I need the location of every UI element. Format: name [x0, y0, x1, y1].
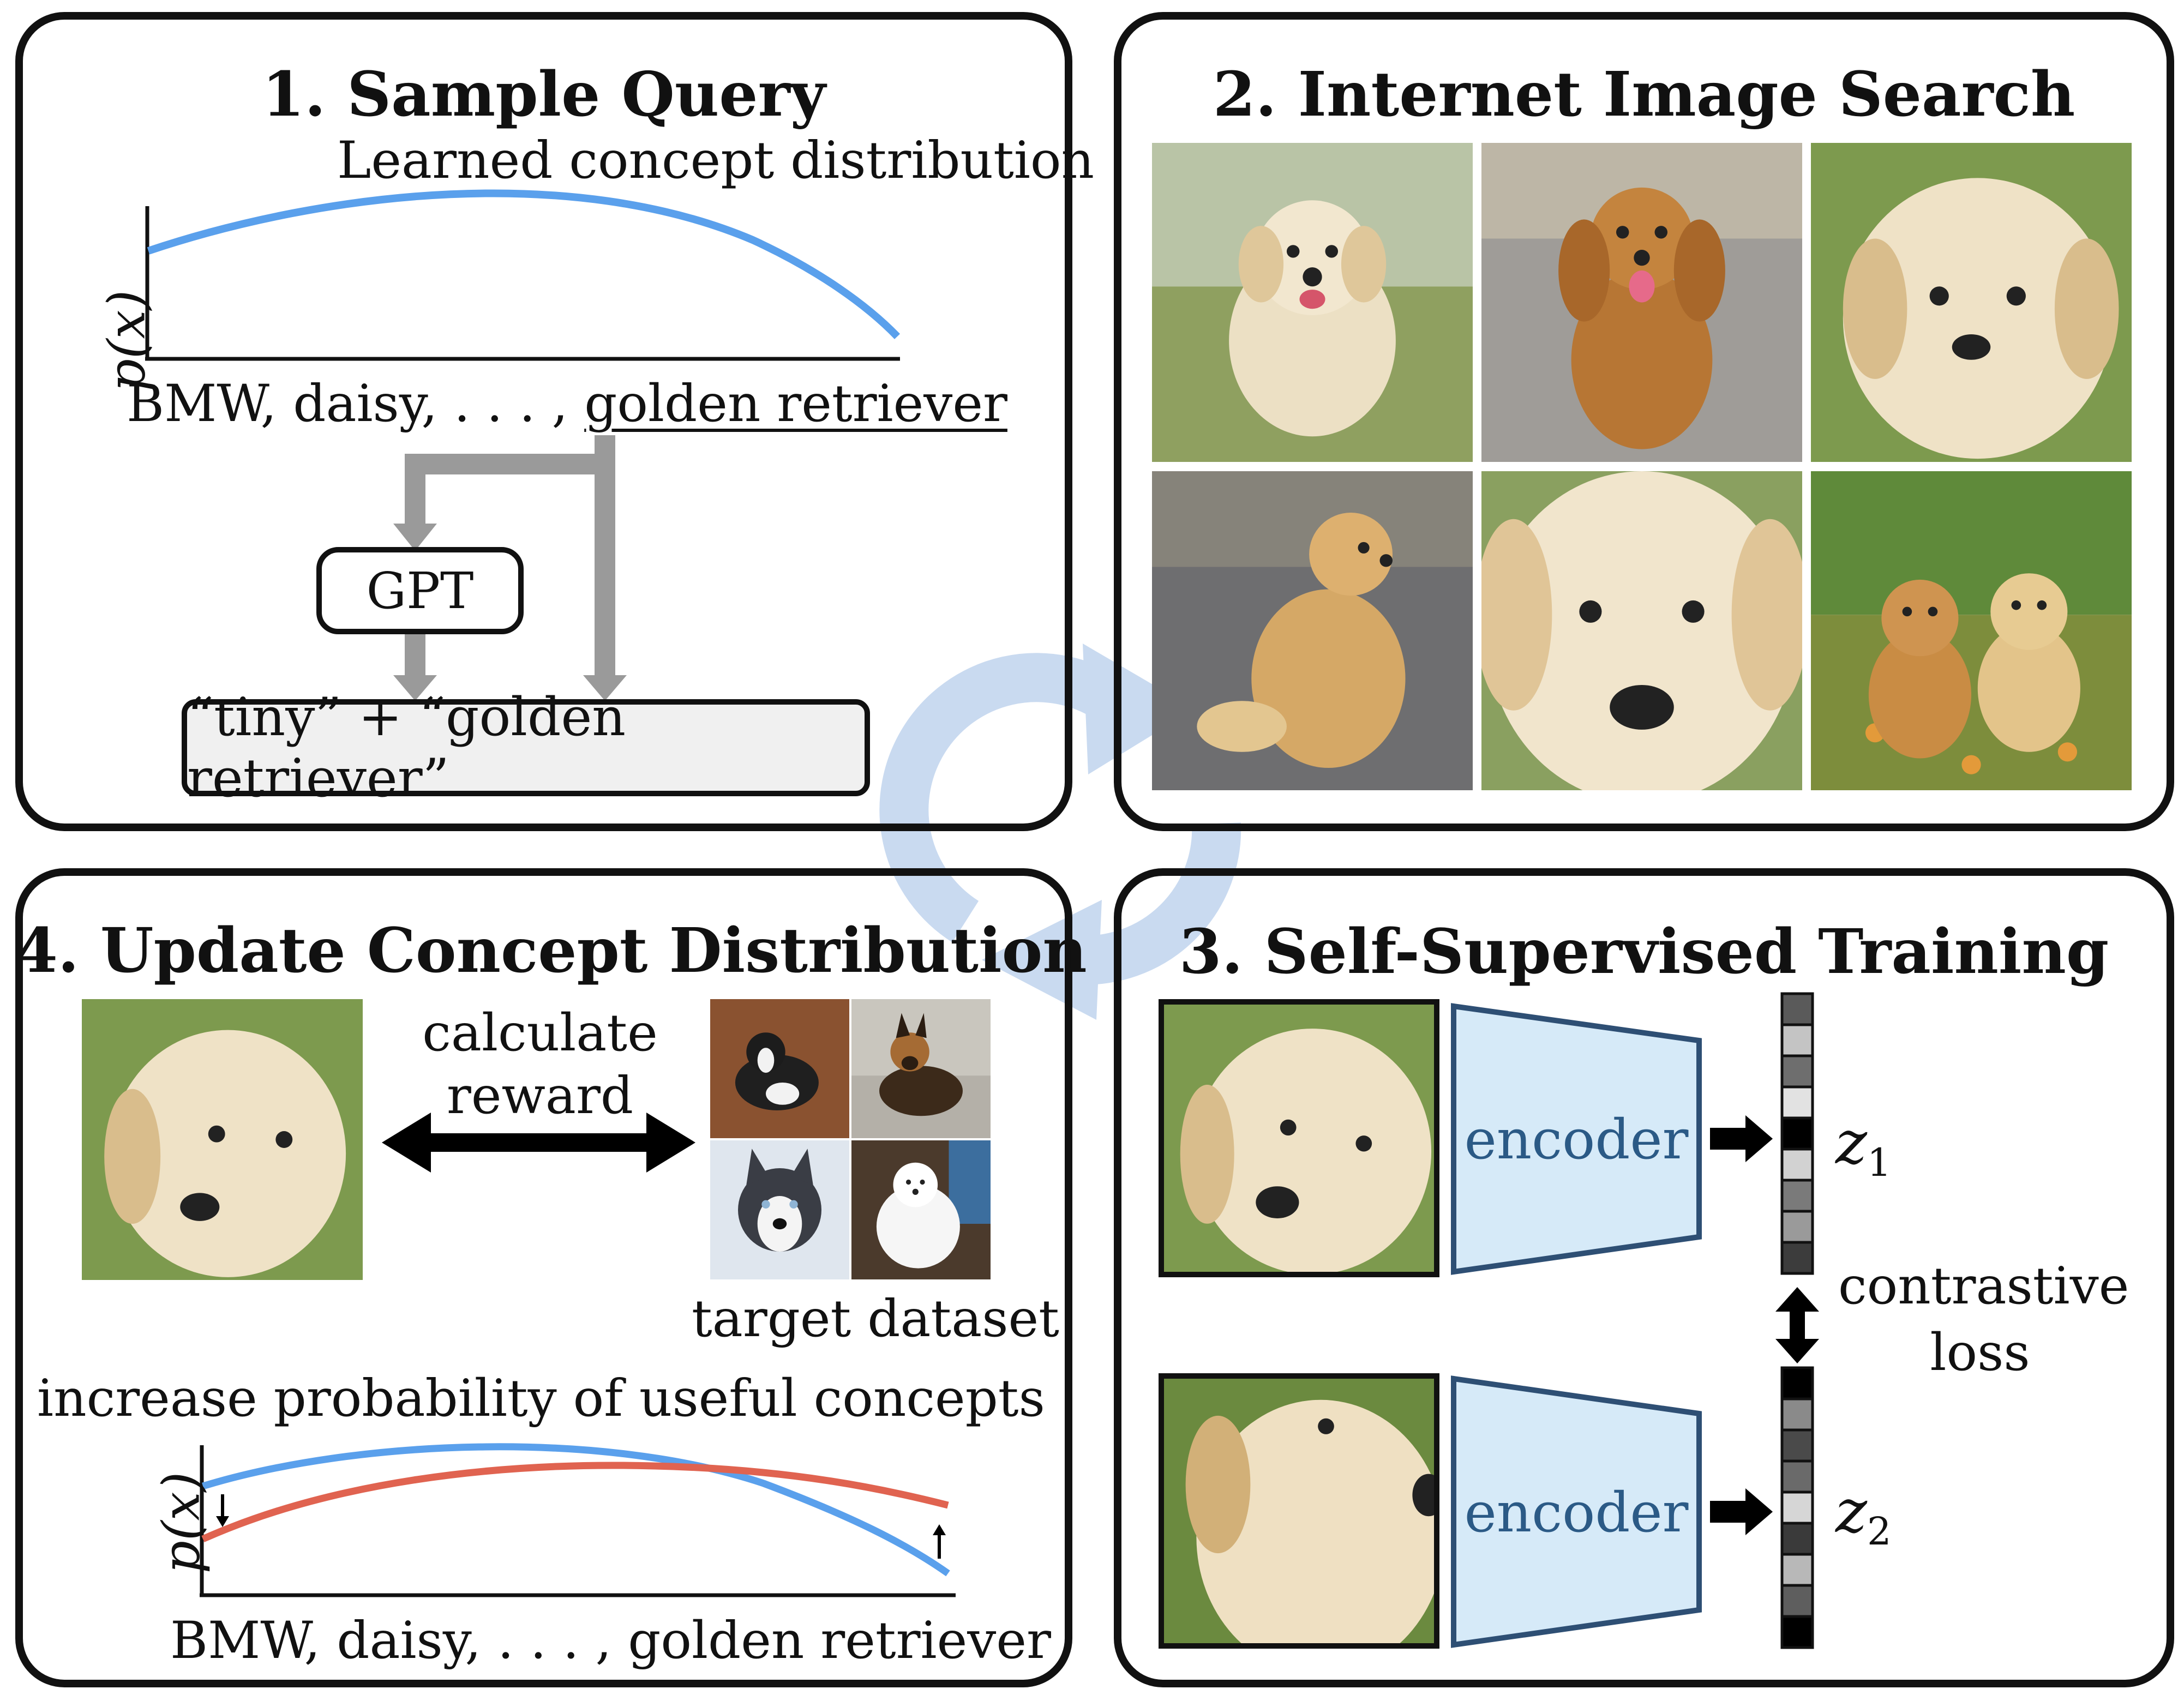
gpt-label: GPT [366, 561, 474, 620]
contrastive-loss-label: contrastive loss [1838, 1253, 2129, 1386]
target-dataset-label: target dataset [692, 1289, 1059, 1349]
z2-label: z2 [1835, 1481, 1892, 1550]
panel-internet-image-search [1114, 12, 2174, 831]
panel4-x-axis-labels: BMW, daisy, . . . , golden retriever [170, 1611, 1051, 1670]
search-image-puppy-closeup [1811, 143, 2132, 462]
search-image-sitting-dog [1152, 471, 1473, 790]
search-image-puppy-running [1152, 143, 1473, 462]
panel1-title: 1. Sample Query [262, 59, 826, 130]
cycle-arrowhead-top [1083, 644, 1195, 774]
reward-arrowhead-right [646, 1113, 695, 1173]
panel1-x-axis-prefix: BMW, daisy, . . . , [127, 374, 585, 434]
target-image-border-collie [710, 999, 849, 1138]
z1-label: z1 [1835, 1113, 1892, 1182]
panel4-new-distribution-curve [201, 1462, 949, 1542]
z2-symbol: z [1835, 1476, 1867, 1546]
contrastive-loss-line1: contrastive [1838, 1257, 2129, 1316]
search-image-cocker-spaniel [1481, 143, 1802, 462]
increase-probability-label: increase probability of useful concepts [37, 1369, 1045, 1428]
reward-arrowhead-left [382, 1113, 431, 1173]
panel-update-concept-distribution [15, 868, 1072, 1687]
panel1-grey-arrowhead-to-gpt [393, 524, 437, 551]
encoder-bottom-label: encoder [1464, 1481, 1689, 1544]
panel4-old-distribution-curve [202, 1443, 950, 1577]
z2-subscript: 2 [1867, 1509, 1892, 1554]
z1-subscript: 1 [1867, 1140, 1892, 1185]
gpt-box: GPT [316, 547, 524, 634]
arrow-to-z1-head [1745, 1115, 1773, 1162]
panel4-title: 4. Update Concept Distribution [15, 915, 1087, 987]
panel1-subtitle: Learned concept distribution [337, 131, 1095, 190]
contrastive-loss-line2: loss [1930, 1323, 2030, 1383]
query-result-box: “tiny” + “golden retriever” [182, 687, 870, 809]
panel1-distribution-curve [147, 189, 901, 339]
panel1-grey-arrowhead-from-gpt [393, 675, 437, 701]
arrow-to-z2-shaft [1710, 1501, 1748, 1523]
panel-self-supervised-training [1114, 868, 2174, 1687]
panel1-grey-arrow-shaft-right [595, 435, 615, 681]
reward-line1: calculate [422, 1003, 658, 1063]
encoder-bottom-shape [1451, 1375, 1702, 1648]
contrastive-arrow-shaft [1790, 1309, 1805, 1342]
embedding-vector-z2 [1780, 1366, 1814, 1649]
panel2-title: 2. Internet Image Search [1213, 59, 2075, 130]
target-image-husky [710, 1140, 849, 1279]
encoder-top-label: encoder [1464, 1108, 1689, 1171]
reward-line2: reward [446, 1066, 634, 1126]
arrow-to-z1-shaft [1710, 1128, 1748, 1150]
contrastive-arrowhead-up [1775, 1287, 1819, 1312]
panel3-title: 3. Self-Supervised Training [1179, 916, 2109, 988]
target-image-german-shepherd [851, 999, 991, 1138]
panel4-query-image [82, 999, 363, 1280]
arrow-to-z2-head [1745, 1488, 1773, 1535]
reward-double-arrow-shaft [425, 1133, 676, 1152]
panel-sample-query [15, 12, 1072, 831]
z1-symbol: z [1835, 1108, 1867, 1177]
panel1-x-axis-selected: golden retriever [584, 374, 1007, 434]
augmented-view-2 [1159, 1373, 1439, 1649]
embedding-vector-z1 [1780, 992, 1814, 1275]
search-image-two-puppies [1811, 471, 2132, 790]
encoder-top-shape [1451, 1003, 1702, 1275]
reward-label: calculate reward [393, 1002, 687, 1127]
augmented-view-1 [1159, 999, 1439, 1277]
query-result-text: “tiny” + “golden retriever” [187, 687, 626, 809]
target-image-samoyed [851, 1140, 991, 1279]
panel1-x-axis-labels: BMW, daisy, . . . , golden retriever [127, 378, 1007, 430]
search-image-puppy-face [1481, 471, 1802, 790]
contrastive-arrowhead-down [1775, 1339, 1819, 1363]
panel1-grey-arrowhead-right [583, 675, 627, 701]
